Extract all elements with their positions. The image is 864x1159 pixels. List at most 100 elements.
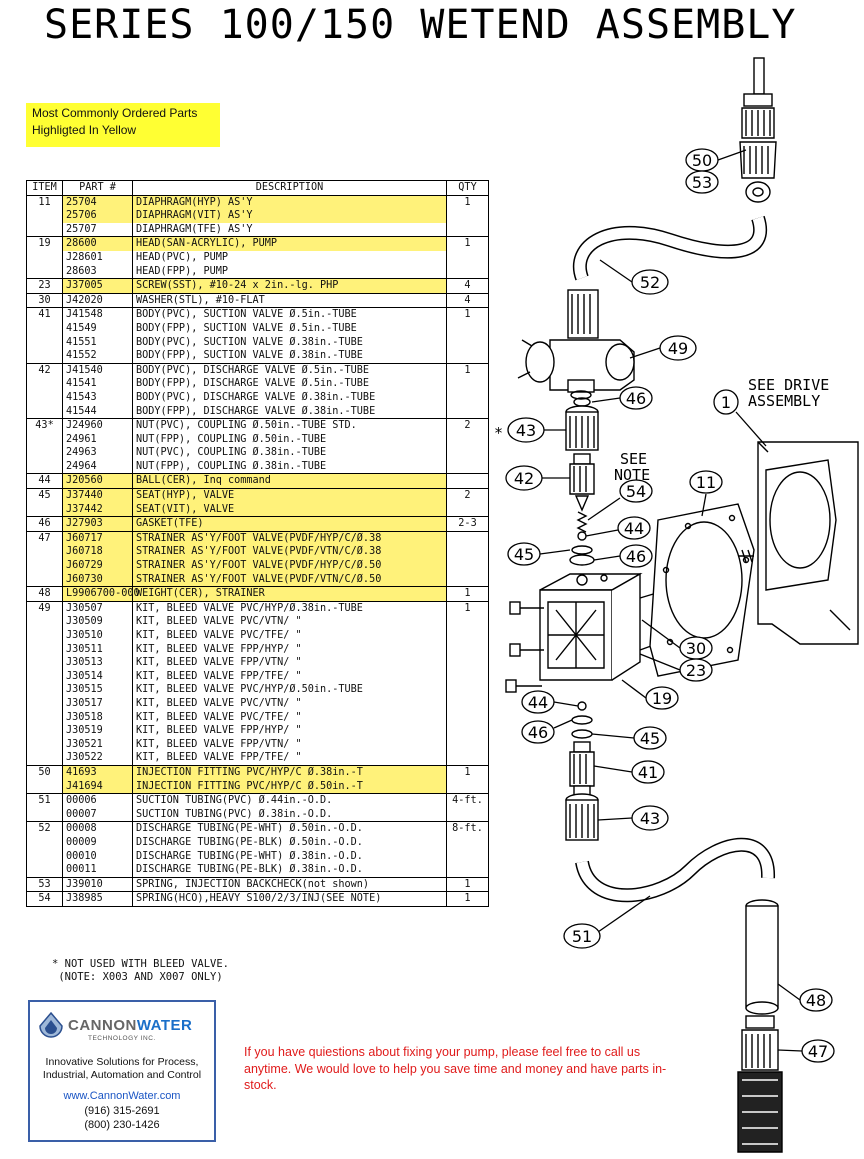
highlight-note-line-2: Highligted In Yellow [32,123,137,137]
cell-part: L9906700-000 [62,586,140,602]
header-part: PART # [62,180,133,196]
gasket-part-3 [571,715,593,725]
logo-subtitle: TECHNOLOGY INC. [88,1035,156,1042]
cell-qty [447,643,489,657]
cell-qty [447,391,489,405]
cell-qty: 8-ft. [446,821,489,836]
callout-label: 45 [640,729,660,748]
callout-leader-46 [593,555,621,561]
callout-label: 42 [514,469,534,488]
cell-qty [447,780,489,794]
cell-qty [447,322,489,336]
cell-desc: DISCHARGE TUBING(PE-WHT) Ø.50in.-O.D. [132,821,447,836]
see-drive-label-2: ASSEMBLY [748,392,820,410]
cell-item: 30 [26,292,63,308]
cell-part: 41551 [66,336,97,348]
cell-item: 46 [26,516,63,532]
cell-qty: 4 [446,292,489,308]
cell-item [26,432,63,447]
cell-part: J30514 [66,670,103,682]
cell-qty [447,629,489,643]
website-link[interactable]: www.CannonWater.com [63,1090,181,1102]
cell-part: 00009 [66,836,97,848]
cell-part: J27903 [62,516,133,532]
callout-circle-46 [619,544,653,568]
cell-part: J30507 [62,600,133,616]
callout-circle-42 [505,465,543,491]
callout-circle-45 [633,726,667,750]
cell-item [26,696,63,711]
cell-qty [447,697,489,711]
callout-label: 48 [806,991,826,1010]
cell-part: 24961 [66,433,97,445]
callout-leader-45 [591,733,635,739]
cell-qty [447,251,489,265]
cell-qty [447,377,489,391]
cell-desc: SUCTION TUBING(PVC) Ø.44in.-O.D. [132,793,447,808]
ball-part [577,531,587,541]
callout-label: 43 [516,421,536,440]
cell-desc: HEAD(FPP), PUMP [132,264,447,279]
callout-circle-11 [689,470,723,494]
cell-qty: 1 [446,891,489,907]
logo-tagline: Innovative Solutions for Process, Indust… [30,1056,214,1082]
cell-part: 25704 [62,194,133,210]
cell-qty: 2 [446,418,489,433]
cell-item [26,710,63,725]
callout-label: 47 [808,1042,828,1061]
cell-qty: 1 [446,362,489,378]
callout-label: 52 [640,273,660,292]
cell-part: 25707 [66,223,97,235]
callout-leader-52 [599,259,633,283]
cell-item: 44 [26,473,63,489]
spring-part [576,511,588,533]
cell-part: J30509 [66,616,103,628]
cell-qty [447,223,489,237]
cell-part: 41549 [66,322,97,334]
callout-circle-48 [799,988,833,1012]
callout-leader-48 [777,983,801,1001]
cell-part: 00010 [66,850,97,862]
logo-name: CANNONWATER [68,1017,192,1034]
screws-part [505,591,663,693]
callout-circle-54 [619,479,653,503]
cell-qty: 2-3 [446,516,489,532]
cell-desc: HEAD(SAN-ACRYLIC), PUMP [132,236,447,251]
cell-item: 51 [26,793,63,808]
cell-item: 43* [26,418,63,433]
cell-desc: NUT(PVC), COUPLING Ø.50in.-TUBE STD. [132,418,447,433]
callout-circle-47 [801,1039,835,1063]
cell-qty [447,209,489,223]
cell-part: J60730 [62,572,133,587]
callout-circle-46 [619,386,653,410]
header-qty: QTY [446,180,489,196]
cell-desc: STRAINER AS'Y/FOOT VALVE(PVDF/HYP/C/Ø.50 [132,559,447,573]
cell-item: 47 [26,530,63,546]
cell-item [26,642,63,657]
cell-item [26,863,63,878]
callout-label: 30 [686,639,706,658]
cell-qty [447,836,489,850]
highlight-note-line-1: Most Commonly Ordered Parts [32,106,198,120]
cell-item [26,264,63,279]
cell-item [26,321,63,336]
cell-item [26,737,63,752]
cell-part: J60717 [62,530,133,546]
cell-qty [447,545,489,559]
cell-qty: 1 [446,194,489,210]
cell-part: 00011 [66,864,97,876]
callout-leader-54 [587,497,621,521]
cell-item: 19 [26,236,63,251]
